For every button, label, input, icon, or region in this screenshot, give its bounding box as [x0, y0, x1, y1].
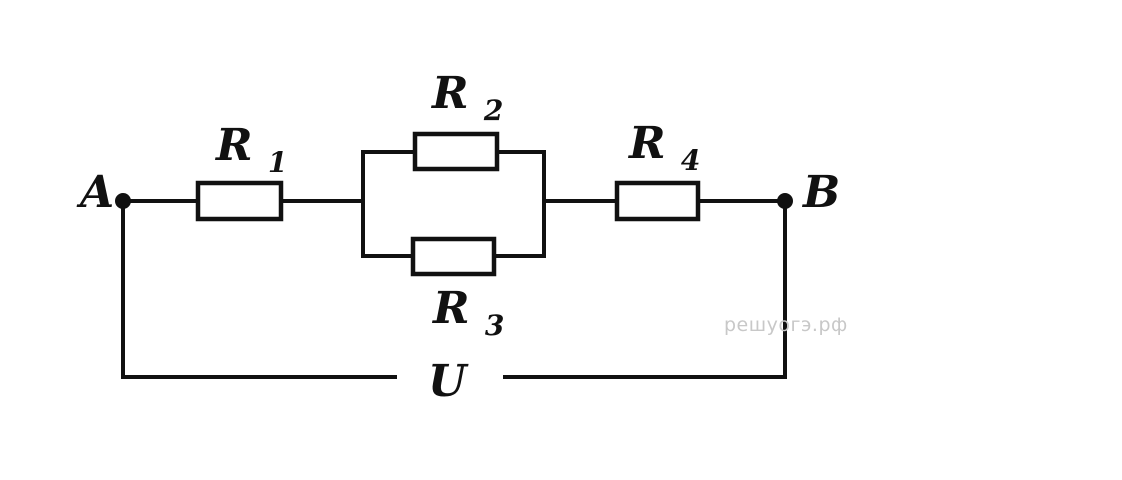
resistor-r3-index: 3 — [485, 309, 504, 342]
resistor-r3 — [410, 236, 497, 277]
resistor-r1-symbol: R — [214, 120, 253, 171]
resistor-r4-label: R 4 — [627, 118, 700, 177]
terminal-b-dot — [777, 193, 793, 209]
resistor-r2-index: 2 — [483, 94, 503, 127]
terminal-b-label: B — [801, 167, 840, 218]
resistor-r4 — [614, 180, 701, 222]
resistor-r1-label: R 1 — [214, 120, 287, 179]
resistor-r3-symbol: R — [431, 283, 470, 334]
resistor-r4-symbol: R — [627, 118, 666, 169]
resistor-r3-label: R 3 — [431, 283, 504, 342]
watermark-text: решуогэ.рф — [724, 314, 848, 336]
resistor-r2-symbol: R — [430, 68, 469, 119]
resistor-r1 — [195, 180, 284, 222]
terminal-a-dot — [115, 193, 131, 209]
resistor-r2 — [412, 131, 500, 172]
resistor-r1-index: 1 — [268, 146, 287, 179]
terminal-a-label: A — [76, 167, 114, 218]
resistor-r4-index: 4 — [681, 144, 700, 177]
voltage-label: U — [428, 356, 469, 407]
resistor-r2-label: R 2 — [430, 68, 503, 127]
